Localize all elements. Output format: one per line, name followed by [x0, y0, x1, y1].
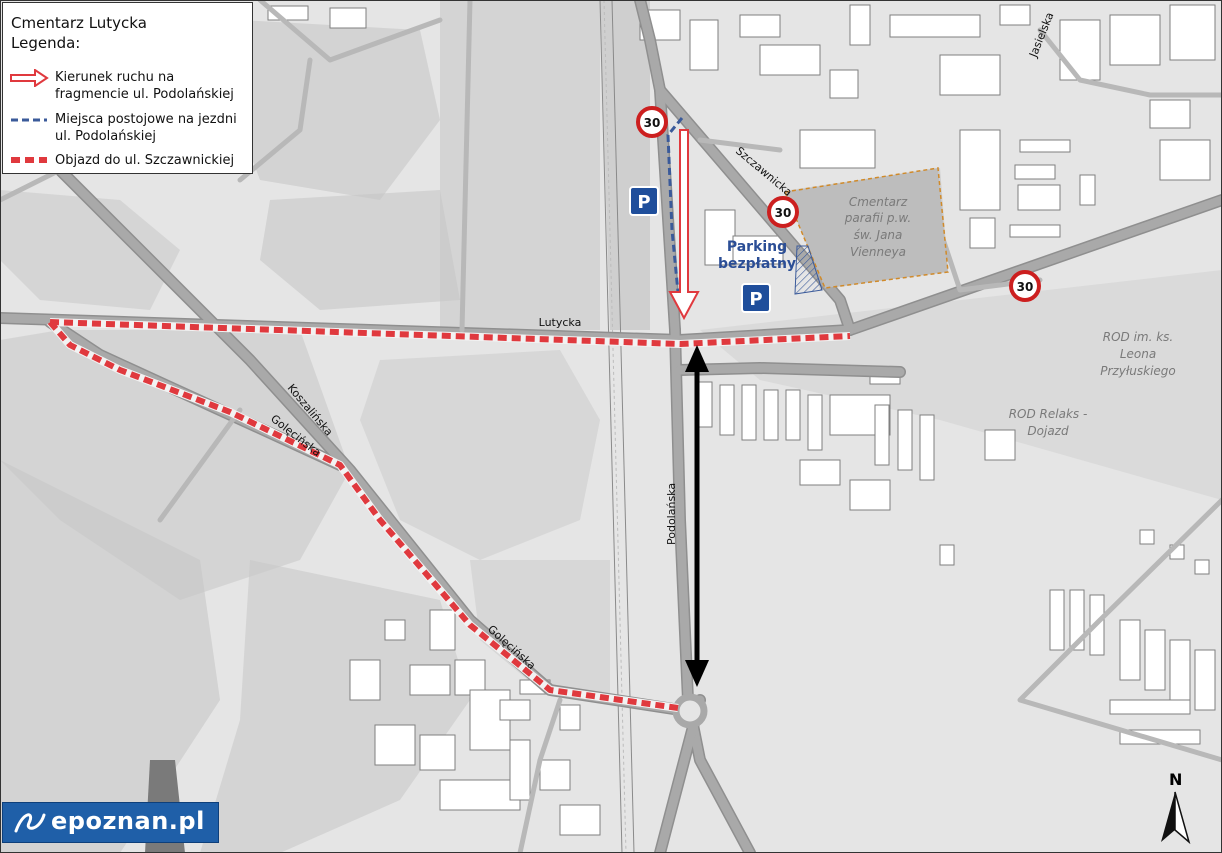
legend-subtitle: Legenda: [11, 34, 81, 52]
legend-box: Cmentarz Lutycka Legenda: Kierunek ruchu… [2, 2, 253, 174]
svg-text:P: P [749, 289, 762, 310]
one-way-arrow [668, 129, 700, 321]
closed-section-double-arrow [685, 345, 709, 687]
logo-text: epoznan.pl [51, 807, 205, 835]
north-arrow: N [1155, 770, 1195, 844]
legend-item-direction: Kierunek ruchu na fragmencie ul. Podolań… [55, 70, 234, 102]
railway [599, 0, 635, 853]
speed-limit-sign-3: 30 [1009, 270, 1041, 302]
svg-text:30: 30 [1017, 280, 1034, 294]
place-labels: Cmentarz parafii p.w. św. Jana Vienneya … [844, 195, 1176, 438]
svg-text:P: P [637, 192, 650, 213]
north-label: N [1169, 770, 1183, 789]
svg-text:30: 30 [644, 116, 661, 130]
svg-text:30: 30 [775, 206, 792, 220]
logo-mark-icon [14, 813, 46, 833]
buildings [267, 4, 1216, 836]
blue-dashed-line-icon [11, 118, 47, 122]
speed-limit-sign-2: 30 [767, 196, 799, 228]
parking-sign-right: P [741, 283, 771, 313]
detour-route [47, 319, 851, 711]
north-arrow-icon [1161, 791, 1191, 844]
free-parking-label-line1: Parking [727, 239, 787, 255]
speed-limit-sign-1: 30 [636, 106, 668, 138]
free-parking-label-line2: bezpłatny [718, 256, 796, 272]
rod-relaks-line2: Dojazd [1027, 424, 1069, 438]
street-label-lutycka: Lutycka [539, 316, 582, 329]
cemetery-label-line4: Vienneya [850, 245, 906, 259]
hollow-red-arrow-icon [10, 69, 49, 87]
legend-item-parking-lane: Miejsca postojowe na jezdni ul. Podolańs… [55, 112, 237, 144]
legend-item-detour: Objazd do ul. Szczawnickiej [55, 153, 235, 168]
legend-title: Cmentarz Lutycka [11, 14, 147, 32]
parking-lane-line [666, 117, 684, 293]
rod-przyluskiego-line2: Leona [1120, 347, 1156, 361]
cemetery-label-line3: św. Jana [854, 228, 903, 242]
cemetery-area [783, 167, 949, 289]
epoznan-logo[interactable]: epoznan.pl [2, 802, 219, 843]
red-dashed-line-icon [11, 157, 47, 163]
cemetery-label-line1: Cmentarz [849, 195, 908, 209]
street-label-podolanska: Podolańska [665, 483, 678, 545]
rod-relaks-line1: ROD Relaks - [1009, 407, 1088, 421]
parking-sign-left: P [629, 186, 659, 216]
rod-przyluskiego-line1: ROD im. ks. [1103, 330, 1174, 344]
free-parking-label: Parking bezpłatny [718, 239, 796, 272]
free-parking-area [794, 245, 823, 295]
cemetery-label-line2: parafii p.w. [844, 211, 911, 225]
rod-przyluskiego-line3: Przyłuskiego [1100, 364, 1176, 378]
